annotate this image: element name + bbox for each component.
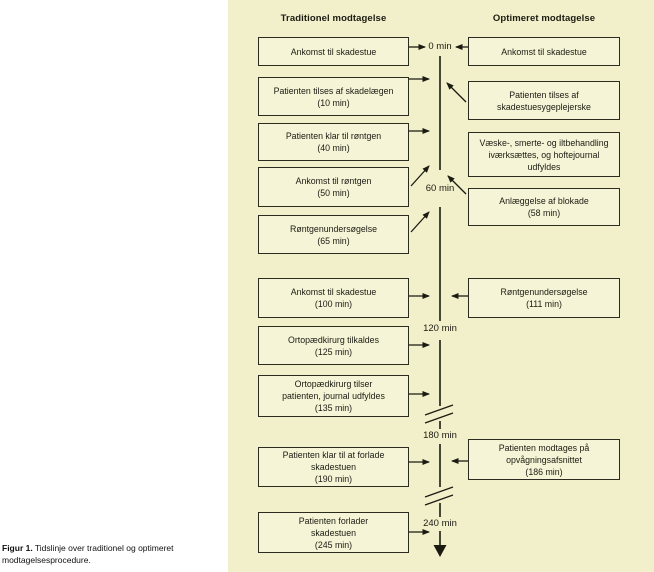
time-label-120min: 120 min xyxy=(423,323,457,334)
figure-caption: Figur 1. Tidslinje over traditionel og o… xyxy=(2,543,200,566)
step-box-text: Patienten tilses af skadelægen(10 min) xyxy=(273,85,394,108)
timeline-graphics xyxy=(409,44,468,557)
step-box-trad-6: Ankomst til skadestue(100 min) xyxy=(258,278,409,318)
arrow-trad-ankomst-roentgen xyxy=(410,165,430,187)
time-label-240min: 240 min xyxy=(423,518,457,529)
step-box-trad-4: Ankomst til røntgen(50 min) xyxy=(258,167,409,207)
time-label-180min: 180 min xyxy=(423,430,457,441)
step-box-text: Ankomst til røntgen(50 min) xyxy=(295,176,372,198)
caption-text: Tidslinje over traditionel og optimeret … xyxy=(2,543,174,565)
time-label-60min: 60 min xyxy=(425,183,455,194)
column-header-traditional: Traditionel modtagelse xyxy=(280,13,387,24)
step-box-trad-3: Patienten klar til røntgen(40 min) xyxy=(258,123,409,161)
arrow-trad-roentgenundersoegelse xyxy=(410,211,430,233)
timeline-end-arrow-icon xyxy=(433,545,447,557)
step-box-opt-5: Røntgenundersøgelse(111 min) xyxy=(468,278,620,318)
step-box-trad-1: Ankomst til skadestue xyxy=(258,37,409,66)
step-box-text: Røntgenundersøgelse(111 min) xyxy=(500,287,588,309)
arrow-opt-sygeplejerske xyxy=(446,82,467,103)
time-label-0min: 0 min xyxy=(428,41,452,52)
axis-break-icon xyxy=(424,404,454,416)
axis-break-icon xyxy=(424,412,454,424)
step-box-trad-2: Patienten tilses af skadelægen(10 min) xyxy=(258,77,409,116)
caption-label: Figur 1. xyxy=(2,543,33,553)
column-header-optimized: Optimeret modtagelse xyxy=(492,13,596,24)
step-box-text: Anlæggelse af blokade(58 min) xyxy=(499,196,589,218)
step-box-text: Ankomst til skadestue xyxy=(501,46,587,57)
step-box-text: Patienten klar til røntgen(40 min) xyxy=(285,131,382,153)
step-box-text: Ankomst til skadestue(100 min) xyxy=(290,287,377,309)
diagram-panel: Traditionel modtagelse Optimeret modtage… xyxy=(228,0,654,572)
axis-break-icon xyxy=(424,494,454,506)
step-box-text: Ankomst til skadestue xyxy=(290,46,377,57)
step-box-trad-7: Ortopædkirurg tilkaldes(125 min) xyxy=(258,326,409,365)
arrow-opt-blokade xyxy=(447,175,467,195)
step-box-text: Røntgenundersøgelse(65 min) xyxy=(289,223,378,246)
step-box-text: Ortopædkirurg tilkaldes(125 min) xyxy=(288,334,379,357)
step-box-opt-4: Anlæggelse af blokade(58 min) xyxy=(468,188,620,226)
step-box-trad-5: Røntgenundersøgelse(65 min) xyxy=(258,215,409,254)
axis-break-icon xyxy=(424,486,454,498)
step-box-opt-1: Ankomst til skadestue xyxy=(468,37,620,66)
